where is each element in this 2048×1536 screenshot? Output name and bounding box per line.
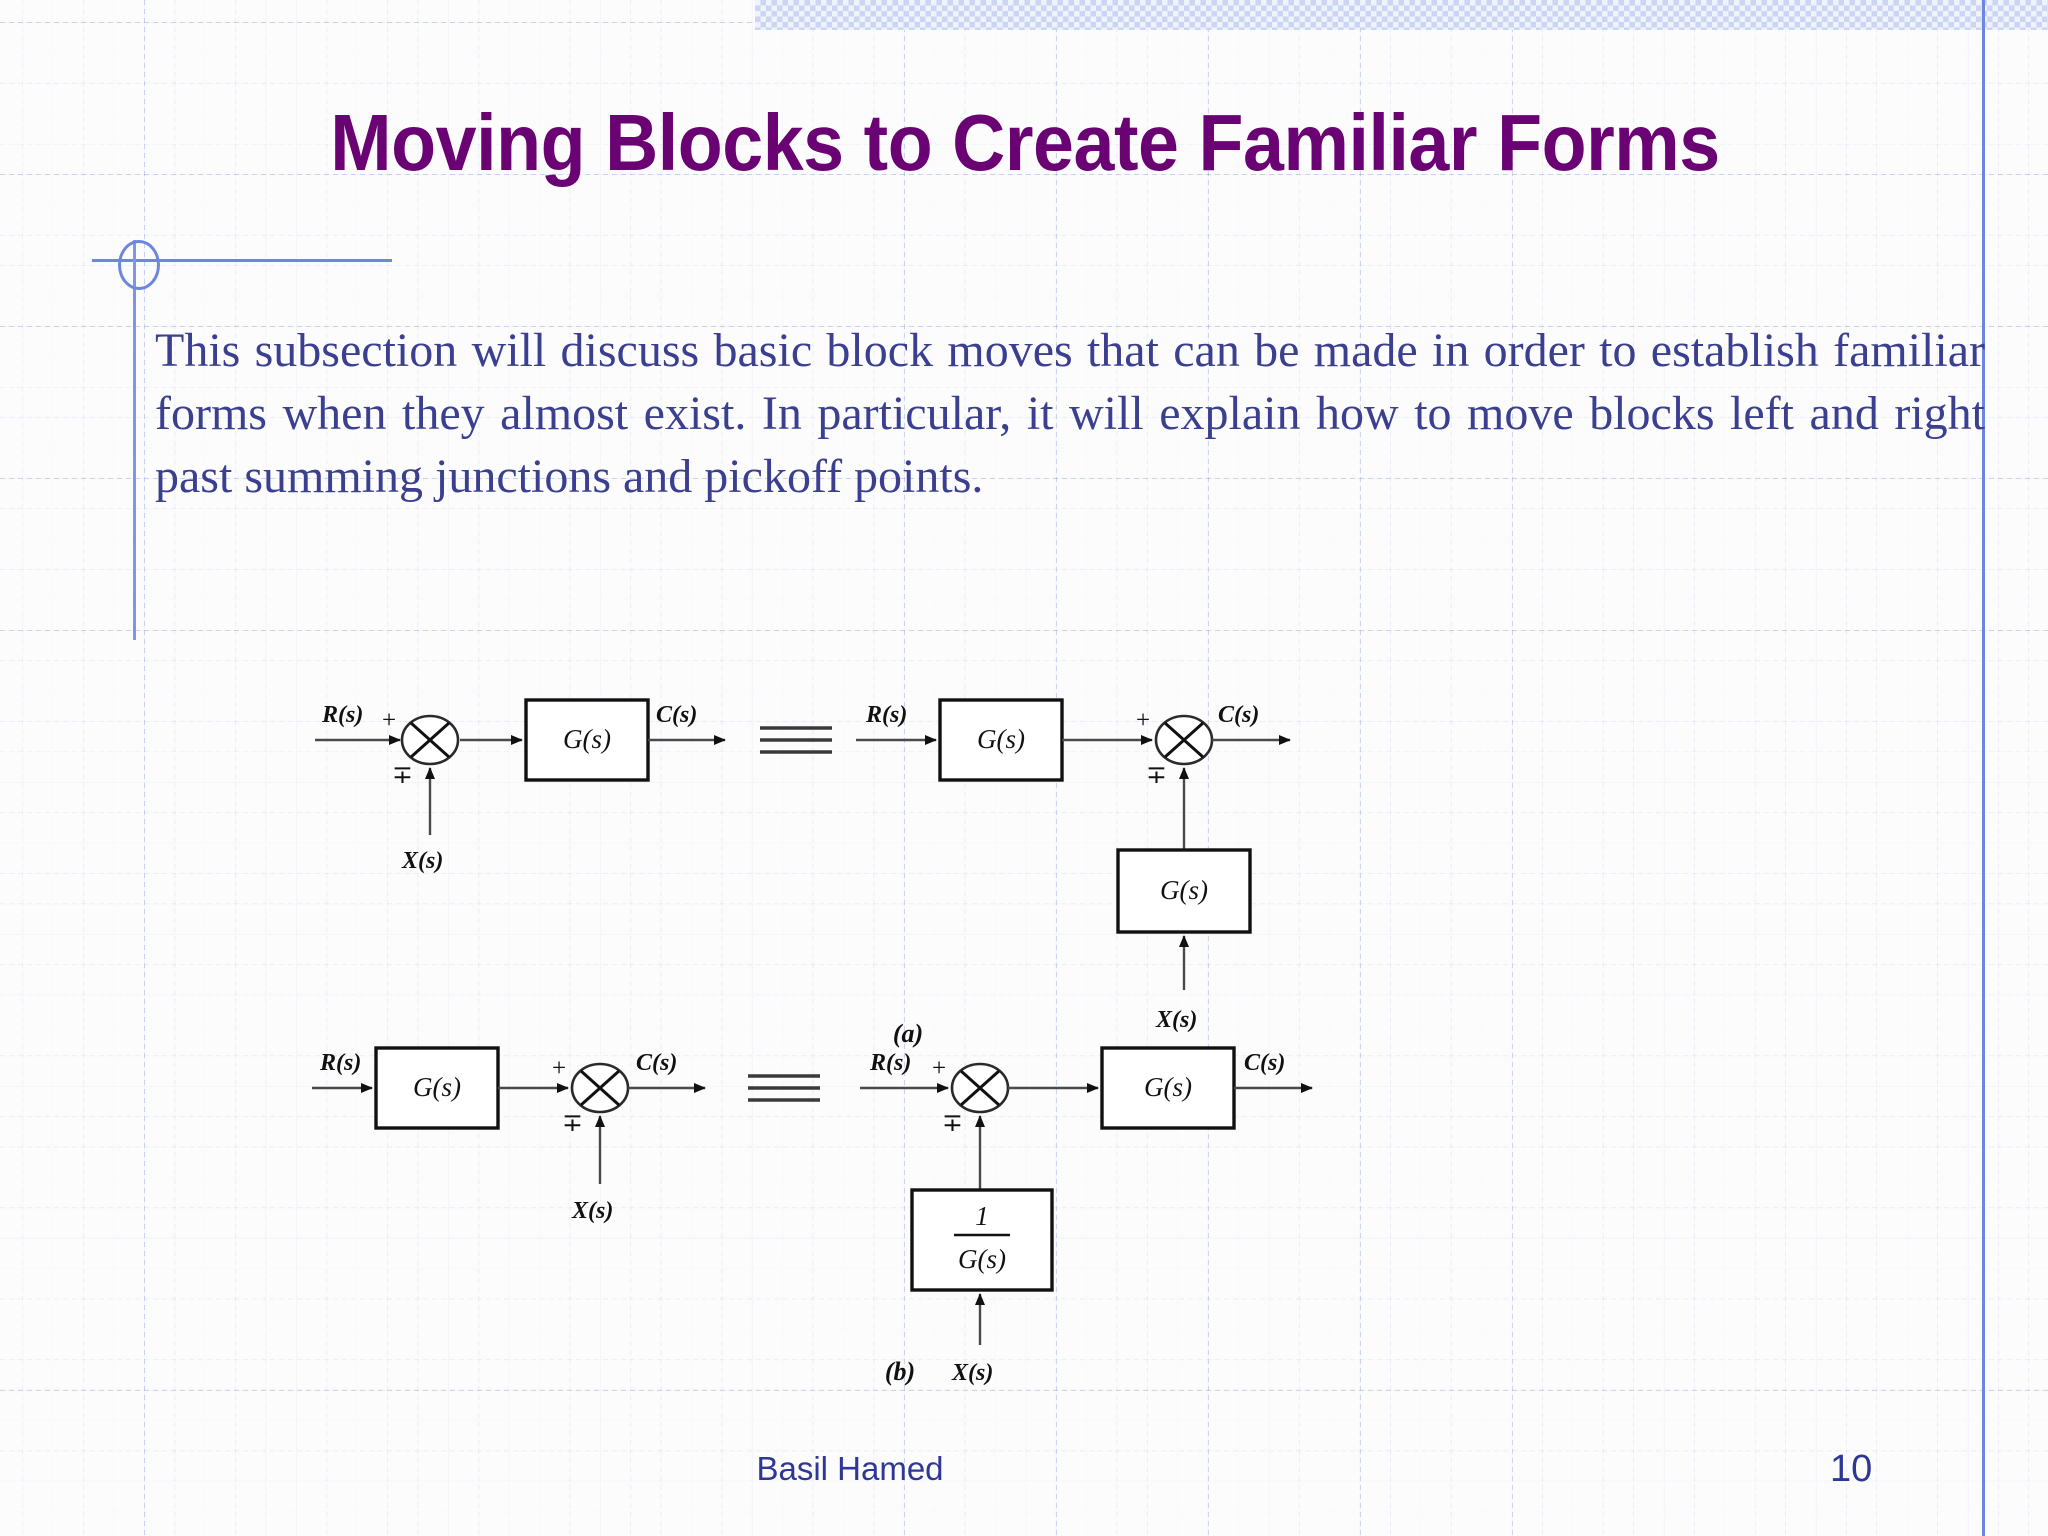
label-input-rs: R(s)	[319, 1050, 361, 1076]
sign-mp-bottom: ∓	[392, 762, 413, 789]
sign-mp-bottom: ∓	[942, 1110, 963, 1137]
label-injected-xs: X(s)	[571, 1198, 613, 1224]
feedback-block-gs-label: G(s)	[1160, 875, 1208, 905]
sign-plus-top: +	[382, 707, 396, 734]
label-output-cs: C(s)	[1218, 702, 1259, 728]
sign-plus-top: +	[1136, 707, 1150, 734]
decorative-vertical-rule	[133, 240, 136, 640]
label-injected-xs: X(s)	[1155, 1007, 1197, 1033]
label-output-cs: C(s)	[656, 702, 697, 728]
block-gs-label: G(s)	[977, 724, 1025, 754]
label-input-rs: R(s)	[865, 702, 907, 728]
diagram-a-right: R(s) G(s) + ∓ C(s) G(s) X(s)	[856, 698, 1291, 1033]
decorative-circle-icon	[118, 240, 160, 290]
label-injected-xs: X(s)	[401, 848, 443, 874]
label-input-rs: R(s)	[321, 702, 363, 728]
label-input-rs: R(s)	[869, 1050, 911, 1076]
equivalence-symbol-a	[760, 726, 832, 754]
block-gs-label: G(s)	[563, 724, 611, 754]
sign-mp-bottom: ∓	[1146, 762, 1167, 789]
diagram-b-right: R(s) + ∓ G(s) C(s) 1 G(s) X(s)	[860, 1046, 1313, 1386]
block-gs-label: G(s)	[1144, 1072, 1192, 1102]
page-number: 10	[1830, 1448, 1873, 1490]
figure-caption-a: (a)	[893, 1019, 923, 1048]
label-output-cs: C(s)	[636, 1050, 677, 1076]
block-diagram-figure: .wire{stroke:#4a4a4a;stroke-width:2.4;fi…	[300, 690, 1600, 1410]
feedback-block-gs	[1116, 848, 1252, 934]
figure-caption-b: (b)	[885, 1357, 915, 1386]
block-gs	[938, 698, 1064, 782]
page-title: Moving Blocks to Create Familiar Forms	[330, 97, 1720, 187]
decorative-horizontal-rule	[92, 259, 392, 262]
diagram-b-left: R(s) G(s) + ∓ X(s) C(s)	[312, 1046, 706, 1224]
inverse-block-denominator: G(s)	[958, 1244, 1006, 1274]
equivalence-symbol-b	[748, 1074, 820, 1102]
inverse-block	[910, 1188, 1054, 1292]
body-paragraph: This subsection will discuss basic block…	[155, 324, 1985, 503]
block-gs-label: G(s)	[413, 1072, 461, 1102]
sign-plus-top: +	[552, 1055, 566, 1082]
footer-author: Basil Hamed	[756, 1450, 944, 1487]
top-decorative-band	[755, 0, 2048, 30]
diagram-a-left: R(s) + ∓ X(s) G(s) C(s)	[315, 698, 726, 874]
sign-mp-bottom: ∓	[562, 1110, 583, 1137]
block-gs	[524, 698, 650, 782]
right-vertical-rule	[1982, 0, 1985, 1536]
label-output-cs: C(s)	[1244, 1050, 1285, 1076]
inverse-block-numerator: 1	[975, 1201, 989, 1231]
sign-plus-top: +	[932, 1055, 946, 1082]
label-injected-xs: X(s)	[951, 1360, 993, 1386]
